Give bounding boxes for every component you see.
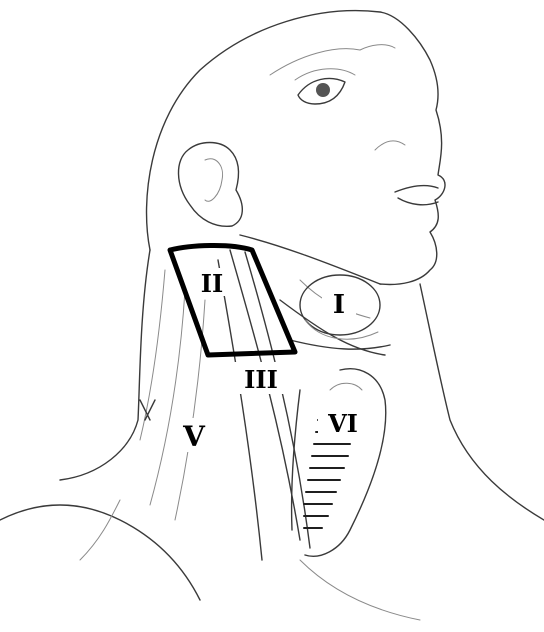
eye — [295, 69, 355, 104]
trachea — [292, 369, 386, 557]
level-iii-label: III — [244, 365, 278, 394]
ear — [178, 143, 242, 227]
level-v-label: V — [182, 420, 206, 453]
mouth — [375, 141, 438, 205]
level-i-label: I — [333, 290, 345, 320]
level-ii-label: II — [201, 269, 223, 298]
level-vi-label: VI — [327, 409, 358, 438]
neck-outline — [0, 250, 544, 620]
level-ii-boundary — [170, 245, 295, 355]
